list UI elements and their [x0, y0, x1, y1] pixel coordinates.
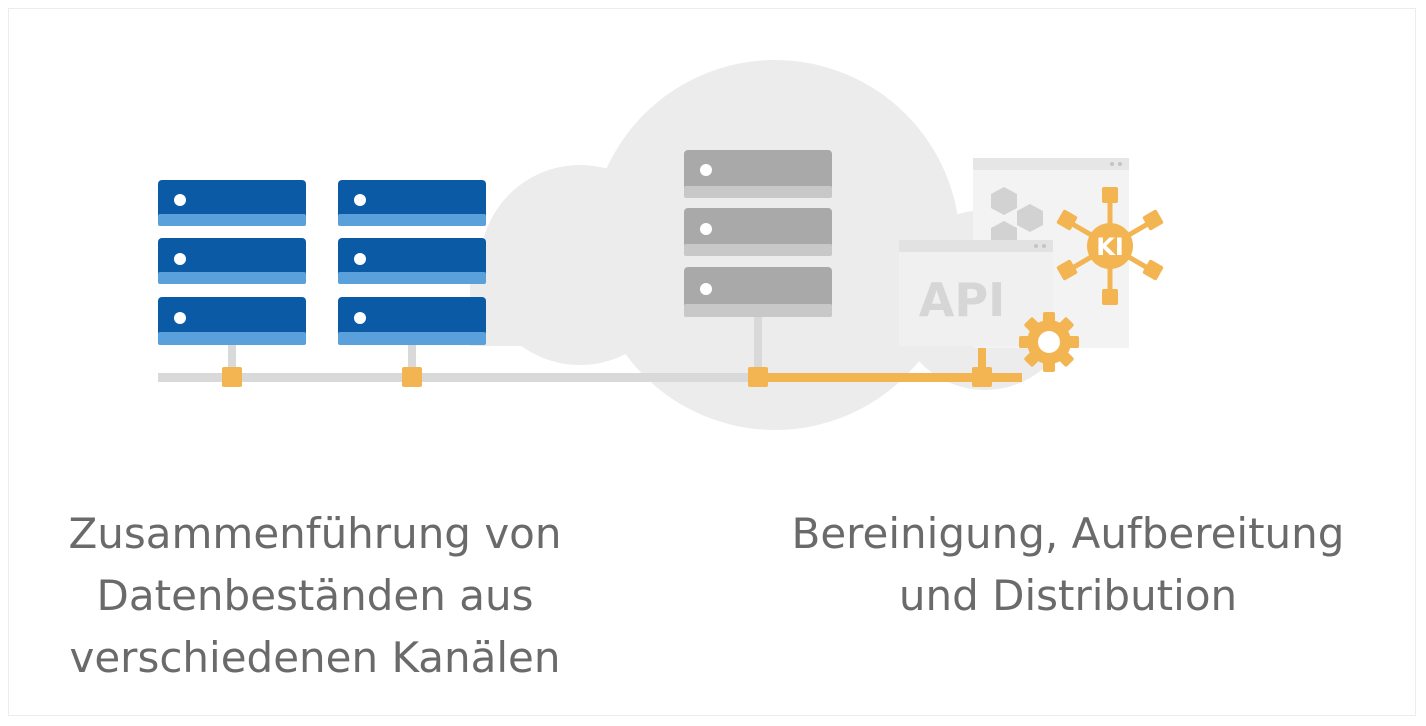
api-window-icon: API [899, 240, 1053, 346]
network-node [222, 367, 242, 387]
network-nodes [222, 367, 992, 387]
network-node [972, 367, 992, 387]
server-unit-2 [684, 208, 832, 256]
network-line [158, 316, 1022, 382]
server-unit-1 [684, 150, 832, 198]
server-unit-1 [338, 180, 486, 226]
gear-icon [1019, 312, 1079, 372]
network-node [748, 367, 768, 387]
api-label: API [919, 273, 1005, 327]
network-node [402, 367, 422, 387]
caption-consolidation: Zusammenführung von Datenbeständen aus v… [68, 509, 562, 682]
server-rack-icon [338, 180, 486, 345]
server-unit-1 [158, 180, 306, 226]
server-unit-2 [158, 238, 306, 284]
server-rack-icon [158, 180, 306, 345]
server-unit-3 [684, 267, 832, 317]
server-rack-icon [684, 150, 832, 317]
ki-network-icon: KI [1056, 187, 1164, 305]
server-unit-3 [338, 297, 486, 345]
server-unit-2 [338, 238, 486, 284]
server-unit-3 [158, 297, 306, 345]
caption-processing: Bereinigung, Aufbereitung und Distributi… [791, 509, 1345, 620]
ki-label: KI [1096, 233, 1124, 261]
